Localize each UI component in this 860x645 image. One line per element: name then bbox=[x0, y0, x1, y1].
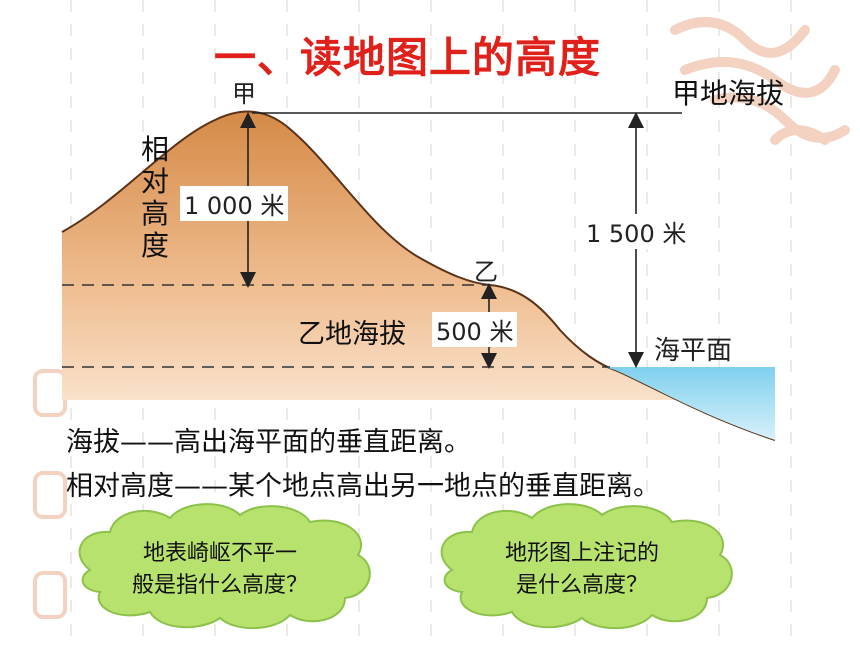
definition-relative-height: 相对高度——某个地点高出另一地点的垂直距离。 bbox=[66, 471, 660, 502]
question-cloud-right bbox=[440, 503, 733, 630]
question-left-line1: 地表崎岖不平一 bbox=[142, 541, 297, 566]
b-altitude-label: 乙地海拔 bbox=[298, 319, 406, 350]
question-left-line2: 般是指什么高度？ bbox=[131, 573, 308, 598]
peak-a-label: 甲 bbox=[232, 80, 256, 108]
peak-b-label: 乙 bbox=[474, 258, 498, 286]
question-right: 地形图上注记的 是什么高度？ bbox=[462, 538, 702, 602]
question-cloud-left bbox=[78, 503, 371, 630]
relative-height-vertical-label: 相对高度 bbox=[140, 133, 169, 262]
question-right-line1: 地形图上注记的 bbox=[504, 541, 659, 566]
question-left: 地表崎岖不平一 般是指什么高度？ bbox=[100, 538, 340, 602]
a-altitude-value: 1 500 米 bbox=[582, 214, 691, 249]
definition-altitude: 海拔——高出海平面的垂直距离。 bbox=[66, 427, 471, 458]
decorative-seal-left-2 bbox=[32, 470, 68, 524]
page-title: 一、读地图上的高度 bbox=[214, 33, 602, 82]
a-altitude-label: 甲地海拔 bbox=[672, 77, 785, 110]
relative-height-value: 1 000 米 bbox=[180, 186, 289, 221]
sea-area bbox=[605, 367, 775, 440]
decorative-seal-top-right bbox=[655, 0, 855, 180]
b-altitude-value: 500 米 bbox=[432, 312, 518, 347]
sea-level-label: 海平面 bbox=[654, 336, 733, 366]
question-right-line2: 是什么高度？ bbox=[515, 573, 648, 598]
decorative-seal-left-3 bbox=[32, 570, 68, 624]
